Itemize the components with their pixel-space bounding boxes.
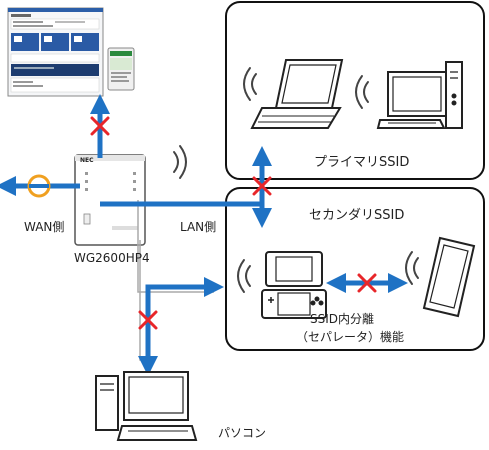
block-x-icon xyxy=(252,176,272,196)
wifi-waves-icon xyxy=(237,259,251,293)
separator-label-line1: SSID内分離 xyxy=(310,312,375,326)
separator-label-line2: （セパレータ）機能 xyxy=(296,330,405,344)
primary-ssid-label: プライマリSSID xyxy=(314,155,410,170)
block-x-icon xyxy=(138,310,158,330)
wifi-waves-icon xyxy=(355,75,369,109)
desktop-pc-icon xyxy=(376,61,463,129)
game-console-icon xyxy=(261,251,327,319)
secondary-ssid-label: セカンダリSSID xyxy=(309,208,405,223)
admin-web-screen xyxy=(7,7,104,97)
block-x-icon xyxy=(90,116,110,136)
lan-side-label: LAN側 xyxy=(180,220,217,234)
primary-ssid-box xyxy=(225,1,485,180)
block-x-icon xyxy=(357,273,377,293)
wifi-waves-icon xyxy=(243,67,257,101)
wan-side-label: WAN側 xyxy=(24,220,65,234)
smartphone-screen xyxy=(107,47,135,91)
wifi-waves-icon xyxy=(173,145,187,179)
router-icon xyxy=(74,154,146,246)
pc-label: パソコン xyxy=(218,426,267,440)
pc-icon xyxy=(95,371,198,441)
wifi-waves-icon xyxy=(405,251,419,285)
router-model-label: WG2600HP4 xyxy=(74,251,150,265)
lan-to-secondary-link xyxy=(145,277,224,370)
laptop-icon xyxy=(250,59,344,129)
router-brand-label: NEC xyxy=(80,157,94,164)
router-to-secondary-cable xyxy=(137,200,214,293)
tablet-icon xyxy=(422,236,476,318)
